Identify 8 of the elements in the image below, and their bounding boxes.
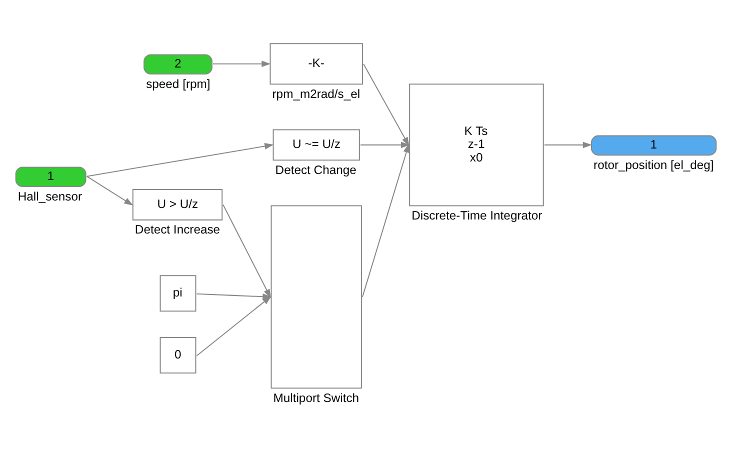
node-label: Discrete-Time Integrator: [411, 208, 542, 223]
node-label: rotor_position [el_deg]: [593, 158, 714, 172]
node-label: Detect Increase: [134, 222, 220, 237]
node-label: speed [rpm]: [146, 76, 210, 91]
node-label: Multiport Switch: [272, 390, 359, 405]
node-label: rpm_m2rad/s_el: [272, 86, 360, 101]
node-label: Hall_sensor: [17, 189, 82, 204]
node-label: Detect Change: [274, 162, 356, 177]
